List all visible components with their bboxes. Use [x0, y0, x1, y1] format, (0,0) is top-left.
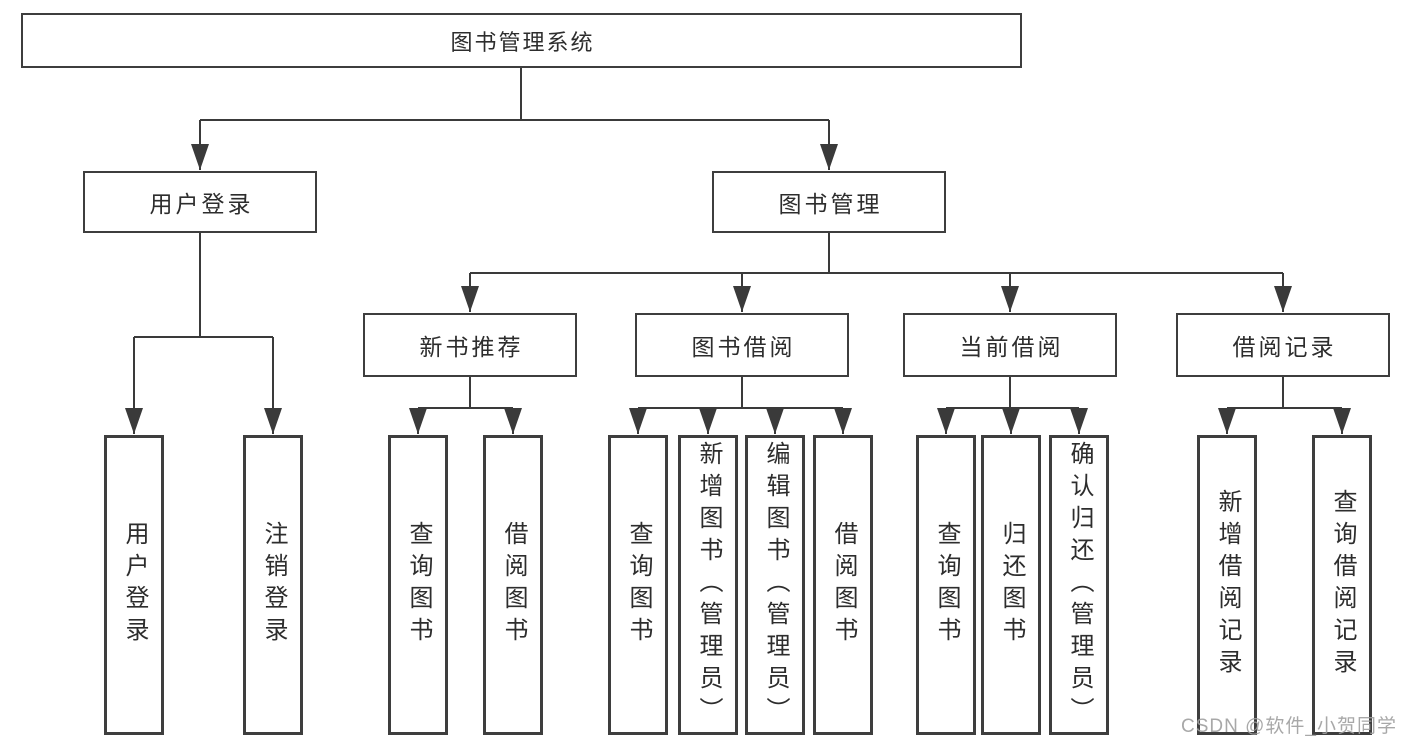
leaf-recommend-borrow-books: 借阅图书 — [483, 435, 543, 735]
leaf-records-query-record: 查询借阅记录 — [1312, 435, 1372, 735]
leaf-recommend-query-books: 查询图书 — [388, 435, 448, 735]
leaf-borrow-query-books: 查询图书 — [608, 435, 668, 735]
leaf-borrow-add-books-admin: 新增图书（管理员） — [678, 435, 738, 735]
leaf-current-query-books: 查询图书 — [916, 435, 976, 735]
node-book-borrow: 图书借阅 — [635, 313, 849, 377]
leaf-borrow-edit-books-admin: 编辑图书（管理员） — [745, 435, 805, 735]
node-book-management: 图书管理 — [712, 171, 946, 233]
leaf-current-return-books: 归还图书 — [981, 435, 1041, 735]
leaf-borrow-borrow-books: 借阅图书 — [813, 435, 873, 735]
leaf-records-add-record: 新增借阅记录 — [1197, 435, 1257, 735]
node-root-system: 图书管理系统 — [21, 13, 1022, 68]
leaf-logout: 注销登录 — [243, 435, 303, 735]
leaf-user-login: 用户登录 — [104, 435, 164, 735]
node-current-borrow: 当前借阅 — [903, 313, 1117, 377]
watermark: CSDN @软件_小贺同学 — [1181, 716, 1397, 737]
node-user-login: 用户登录 — [83, 171, 317, 233]
node-new-book-recommend: 新书推荐 — [363, 313, 577, 377]
leaf-current-confirm-return-admin: 确认归还（管理员） — [1049, 435, 1109, 735]
node-borrow-records: 借阅记录 — [1176, 313, 1390, 377]
